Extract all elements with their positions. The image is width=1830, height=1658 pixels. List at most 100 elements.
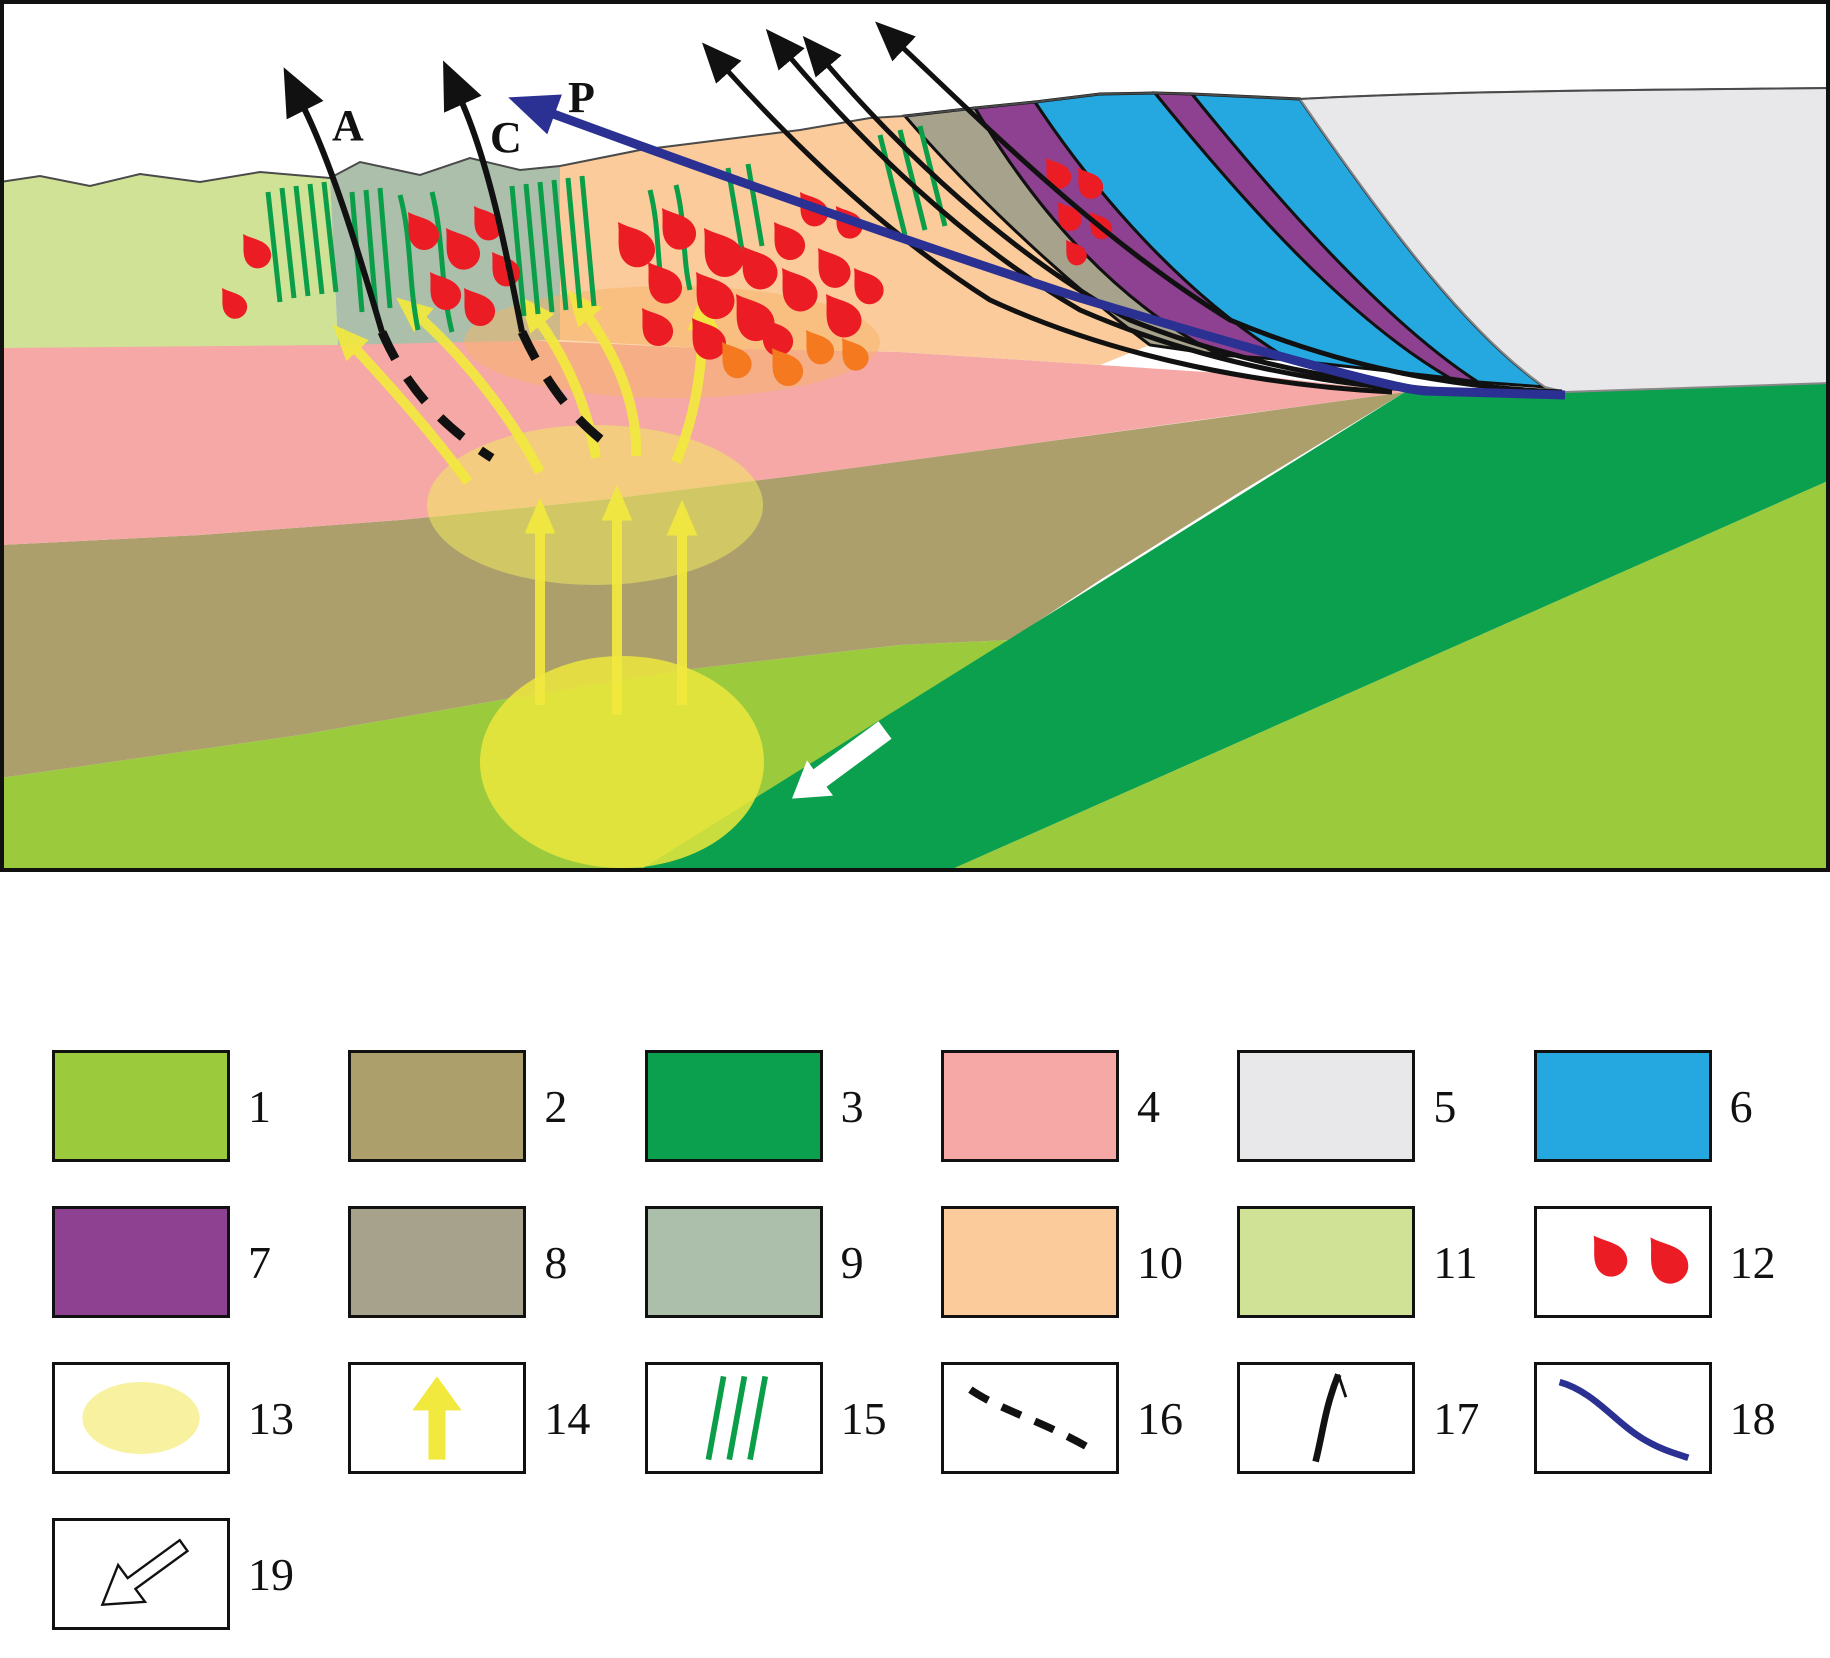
color-swatch bbox=[943, 1053, 1116, 1159]
legend-number: 11 bbox=[1433, 1236, 1478, 1288]
dike-line bbox=[877, 134, 908, 236]
legend-swatch-unit1 bbox=[52, 1050, 230, 1162]
legend-item-12: 12 bbox=[1533, 1206, 1830, 1318]
topographic-surface-outline bbox=[0, 87, 1830, 188]
legend-item-17: 17 bbox=[1237, 1362, 1533, 1474]
ore-drop-icon bbox=[1580, 1226, 1634, 1283]
dike-line bbox=[397, 194, 421, 331]
fault-symbol-tip bbox=[1337, 1374, 1348, 1398]
fault-symbol bbox=[1312, 1373, 1342, 1463]
color-swatch bbox=[943, 1209, 1116, 1315]
listric-fault-line bbox=[702, 42, 1393, 395]
ore-drop-icon bbox=[1635, 1227, 1695, 1291]
legend-number: 14 bbox=[544, 1392, 591, 1444]
legend-swatch-unit7 bbox=[52, 1206, 230, 1318]
legend-number: 3 bbox=[840, 1080, 864, 1132]
fault-a-line bbox=[283, 67, 385, 333]
legend-swatch-ore-drops bbox=[1533, 1206, 1712, 1318]
legend-number: 9 bbox=[840, 1236, 864, 1288]
dike-line bbox=[745, 163, 765, 247]
legend-swatch-blind-fault bbox=[940, 1362, 1119, 1474]
legend-number: 1 bbox=[248, 1080, 271, 1132]
dike-line bbox=[565, 177, 583, 309]
dike-line bbox=[537, 181, 555, 313]
color-swatch bbox=[647, 1209, 820, 1315]
legend-swatch-fault bbox=[1237, 1362, 1416, 1474]
dike-line bbox=[429, 191, 455, 333]
legend-item-19: 19 bbox=[52, 1518, 349, 1630]
fault-a-dashed-extension bbox=[377, 330, 495, 462]
dike-line bbox=[377, 187, 393, 309]
legend-number: 16 bbox=[1136, 1392, 1183, 1444]
legend: 1 2 3 4 bbox=[0, 1050, 1830, 1630]
legend-number: 7 bbox=[248, 1236, 271, 1288]
legend-number: 13 bbox=[248, 1392, 294, 1444]
unit2-band-region bbox=[0, 392, 1405, 778]
plate-motion-arrow-symbol bbox=[100, 1538, 190, 1606]
legend-item-2: 2 bbox=[348, 1050, 644, 1162]
legend-swatch-unit4 bbox=[940, 1050, 1119, 1162]
dike-line bbox=[551, 179, 569, 311]
legend-swatch-unit8 bbox=[348, 1206, 527, 1318]
legend-number: 19 bbox=[248, 1548, 294, 1600]
color-swatch bbox=[1536, 1053, 1709, 1159]
fluid-arrow bbox=[332, 324, 473, 485]
dike-line bbox=[509, 185, 527, 317]
dike-line bbox=[293, 185, 311, 297]
legend-item-1: 1 bbox=[52, 1050, 348, 1162]
fault-c-line bbox=[443, 60, 525, 333]
fluid-flow-arrows bbox=[332, 290, 719, 715]
legend-item-9: 9 bbox=[644, 1206, 941, 1318]
legend-item-16: 16 bbox=[940, 1362, 1237, 1474]
legend-swatch-dikes bbox=[644, 1362, 823, 1474]
legend-swatch-unit10 bbox=[940, 1206, 1119, 1318]
fluid-arrow bbox=[567, 290, 642, 457]
listric-fault-line bbox=[765, 28, 1453, 395]
ore-drops-symbol bbox=[1580, 1226, 1695, 1291]
blind-fault-dashes bbox=[377, 330, 621, 462]
label-p: P bbox=[568, 73, 595, 122]
dike-line bbox=[523, 183, 541, 315]
label-a: A bbox=[332, 101, 364, 150]
legend-number: 5 bbox=[1433, 1080, 1457, 1132]
subduction-arrow bbox=[792, 721, 892, 799]
color-swatch bbox=[351, 1053, 524, 1159]
legend-number: 6 bbox=[1729, 1080, 1753, 1132]
legend-item-13: 13 bbox=[52, 1362, 348, 1474]
legend-swatch-fluid-arrow bbox=[348, 1362, 527, 1474]
legend-row-3: 13 14 bbox=[52, 1362, 1830, 1474]
legend-item-6: 6 bbox=[1533, 1050, 1830, 1162]
steep-faults bbox=[283, 60, 525, 333]
listric-fault-line bbox=[875, 21, 1563, 395]
dike-line bbox=[746, 1375, 768, 1461]
unit3-subducting-slab-region bbox=[640, 383, 1830, 870]
legend-number: 18 bbox=[1729, 1392, 1776, 1444]
legend-number: 17 bbox=[1433, 1392, 1480, 1444]
legend-row-2: 7 8 9 10 bbox=[52, 1206, 1830, 1318]
detachment-symbol bbox=[1558, 1378, 1689, 1461]
cross-section-figure: A C P bbox=[0, 0, 1830, 872]
dike-line bbox=[321, 181, 339, 293]
legend-number: 4 bbox=[1136, 1080, 1160, 1132]
section-frame bbox=[0, 0, 1830, 872]
legend-number: 12 bbox=[1729, 1236, 1776, 1288]
color-swatch bbox=[55, 1209, 227, 1315]
fault-c-dashed-extension bbox=[517, 330, 621, 456]
legend-swatch-unit9 bbox=[644, 1206, 823, 1318]
fluid-chamber-symbol bbox=[82, 1382, 200, 1454]
unit11-surface-region bbox=[0, 172, 338, 348]
legend-swatch-unit5 bbox=[1237, 1050, 1416, 1162]
legend-number: 15 bbox=[840, 1392, 887, 1444]
dike-line bbox=[279, 187, 297, 299]
magma-chamber-deep bbox=[480, 656, 764, 868]
legend-swatch-detachment bbox=[1533, 1362, 1712, 1474]
dike-line bbox=[265, 191, 283, 303]
detachment-thrust-line bbox=[508, 94, 1566, 400]
legend-item-8: 8 bbox=[348, 1206, 644, 1318]
dike-line bbox=[307, 183, 325, 295]
legend-swatch-plate-motion bbox=[52, 1518, 230, 1630]
color-swatch bbox=[351, 1209, 524, 1315]
dike-line bbox=[705, 1375, 727, 1461]
legend-item-4: 4 bbox=[940, 1050, 1237, 1162]
